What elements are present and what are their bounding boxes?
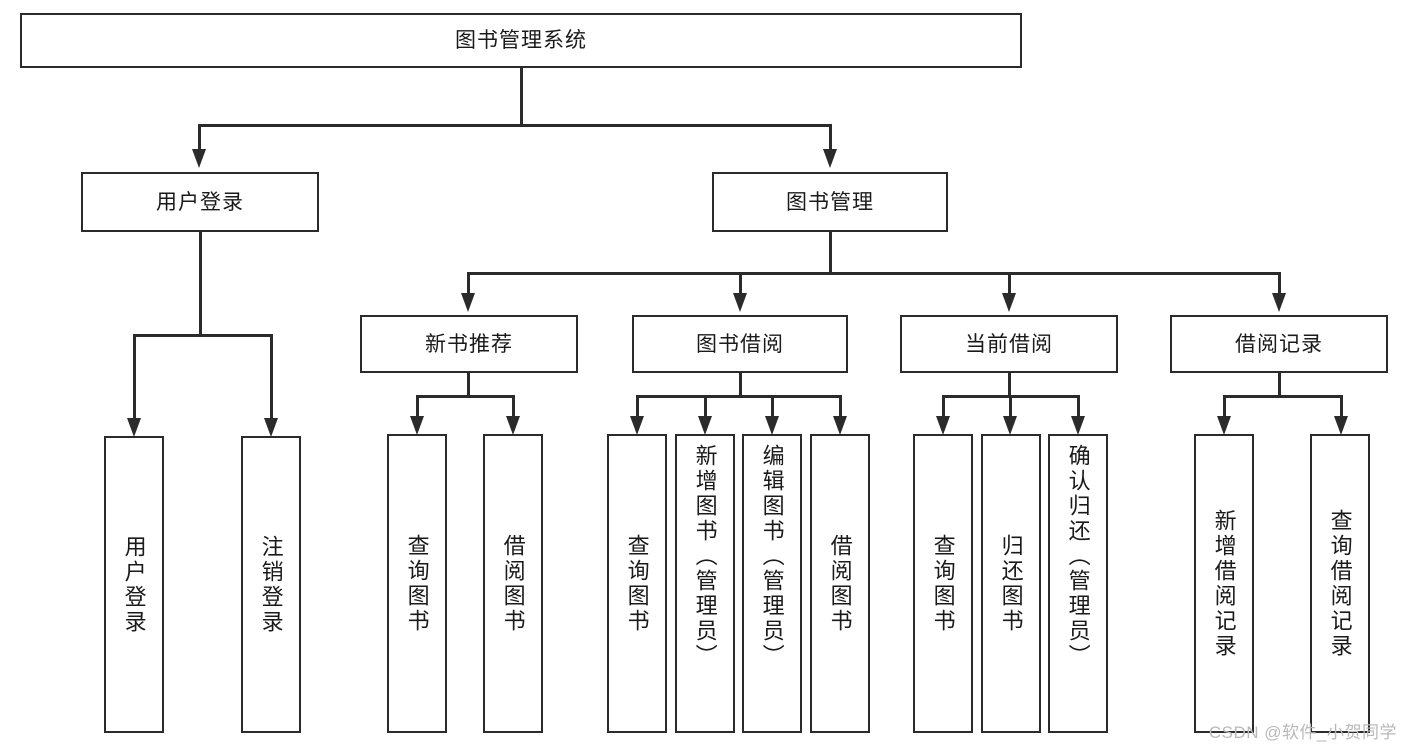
arrow-to-leaf-add-record <box>1217 416 1231 435</box>
node-new-book-recommend[interactable]: 新书推荐 <box>360 315 578 373</box>
connector-user-login-drop-2 <box>270 334 273 419</box>
connector-cb-stem <box>1008 373 1011 397</box>
node-label: 确认归还（管理员） <box>1065 444 1091 669</box>
node-label: 当前借阅 <box>965 332 1053 356</box>
connector-root-to-book-management <box>829 124 832 150</box>
leaf-add-record[interactable]: 新增借阅记录 <box>1194 434 1254 733</box>
connector-br-drop-2 <box>1340 395 1343 417</box>
connector-bb-drop-2 <box>704 395 707 417</box>
leaf-query-record[interactable]: 查询借阅记录 <box>1310 434 1370 733</box>
arrow-to-leaf-query-record <box>1334 416 1348 435</box>
node-label: 用户登录 <box>156 190 244 214</box>
node-current-borrow[interactable]: 当前借阅 <box>900 315 1118 373</box>
node-label: 查询图书 <box>624 533 650 634</box>
connector-bb-bus <box>637 395 841 398</box>
connector-nbr-stem <box>467 373 470 397</box>
connector-bb-drop-4 <box>839 395 842 417</box>
arrow-to-leaf-query-book-2 <box>630 416 644 435</box>
leaf-add-book[interactable]: 新增图书（管理员） <box>675 434 735 733</box>
connector-bm-drop-4 <box>1278 272 1281 294</box>
connector-cb-drop-1 <box>942 395 945 417</box>
node-label: 借阅图书 <box>500 533 526 634</box>
arrow-to-new-book-recommend <box>461 293 475 312</box>
connector-user-login-drop-1 <box>133 334 136 419</box>
node-book-management[interactable]: 图书管理 <box>712 172 948 232</box>
arrow-to-leaf-confirm-return <box>1071 416 1085 435</box>
node-label: 新增图书（管理员） <box>692 444 718 669</box>
arrow-to-leaf-add-book <box>698 416 712 435</box>
leaf-edit-book[interactable]: 编辑图书（管理员） <box>742 434 802 733</box>
arrow-to-leaf-query-book-1 <box>410 416 424 435</box>
connector-bm-drop-1 <box>467 272 470 294</box>
node-label: 查询图书 <box>404 533 430 634</box>
arrow-to-leaf-query-book-3 <box>936 416 950 435</box>
leaf-query-book-1[interactable]: 查询图书 <box>387 434 447 733</box>
node-label: 编辑图书（管理员） <box>759 444 785 669</box>
connector-cb-drop-2 <box>1009 395 1012 417</box>
connector-root-to-user-login <box>198 124 201 150</box>
connector-book-management-bus <box>468 272 1280 275</box>
connector-cb-drop-3 <box>1077 395 1080 417</box>
leaf-borrow-book-1[interactable]: 借阅图书 <box>483 434 543 733</box>
leaf-query-book-3[interactable]: 查询图书 <box>913 434 973 733</box>
arrow-to-user-login <box>192 149 206 168</box>
leaf-borrow-book-2[interactable]: 借阅图书 <box>810 434 870 733</box>
node-label: 注销登录 <box>258 534 284 635</box>
node-borrow-record[interactable]: 借阅记录 <box>1170 315 1388 373</box>
leaf-confirm-return[interactable]: 确认归还（管理员） <box>1048 434 1108 733</box>
connector-bb-drop-3 <box>771 395 774 417</box>
node-label: 图书借阅 <box>696 332 784 356</box>
node-label: 图书管理系统 <box>455 29 587 52</box>
node-label: 用户登录 <box>121 534 147 635</box>
connector-bm-drop-2 <box>739 272 742 294</box>
arrow-to-leaf-edit-book <box>765 416 779 435</box>
connector-user-login-stem <box>199 232 202 336</box>
node-label: 归还图书 <box>998 533 1024 634</box>
node-label: 图书管理 <box>786 190 874 214</box>
arrow-to-borrow-record <box>1272 293 1286 312</box>
connector-bb-drop-1 <box>636 395 639 417</box>
arrow-to-book-management <box>823 149 837 168</box>
node-root-system[interactable]: 图书管理系统 <box>20 13 1022 68</box>
connector-br-bus <box>1224 395 1341 398</box>
node-label: 新书推荐 <box>425 332 513 356</box>
node-label: 借阅记录 <box>1235 332 1323 356</box>
node-label: 查询图书 <box>930 533 956 634</box>
connector-bm-drop-3 <box>1008 272 1011 294</box>
connector-nbr-drop-2 <box>512 395 515 417</box>
connector-root-stem <box>520 68 523 125</box>
node-label: 新增借阅记录 <box>1211 508 1237 659</box>
arrow-to-leaf-return-book <box>1003 416 1017 435</box>
connector-root-bus <box>198 124 832 127</box>
connector-nbr-drop-1 <box>416 395 419 417</box>
node-label: 借阅图书 <box>827 533 853 634</box>
leaf-logout[interactable]: 注销登录 <box>241 436 301 733</box>
arrow-to-leaf-borrow-book-1 <box>506 416 520 435</box>
node-book-borrow[interactable]: 图书借阅 <box>632 315 848 373</box>
connector-book-management-stem <box>829 232 832 274</box>
arrow-to-leaf-logout <box>264 418 278 437</box>
connector-br-stem <box>1278 373 1281 397</box>
node-label: 查询借阅记录 <box>1327 508 1353 659</box>
watermark-text: CSDN @软件_小贺同学 <box>1208 723 1397 742</box>
arrow-to-book-borrow <box>733 293 747 312</box>
leaf-return-book[interactable]: 归还图书 <box>981 434 1041 733</box>
connector-bb-stem <box>739 373 742 397</box>
leaf-user-login[interactable]: 用户登录 <box>104 436 164 733</box>
connector-nbr-bus <box>417 395 514 398</box>
connector-user-login-bus <box>134 334 271 337</box>
arrow-to-leaf-user-login <box>127 418 141 437</box>
arrow-to-leaf-borrow-book-2 <box>833 416 847 435</box>
leaf-query-book-2[interactable]: 查询图书 <box>607 434 667 733</box>
arrow-to-current-borrow <box>1002 293 1016 312</box>
connector-br-drop-1 <box>1223 395 1226 417</box>
node-user-login[interactable]: 用户登录 <box>81 172 319 232</box>
